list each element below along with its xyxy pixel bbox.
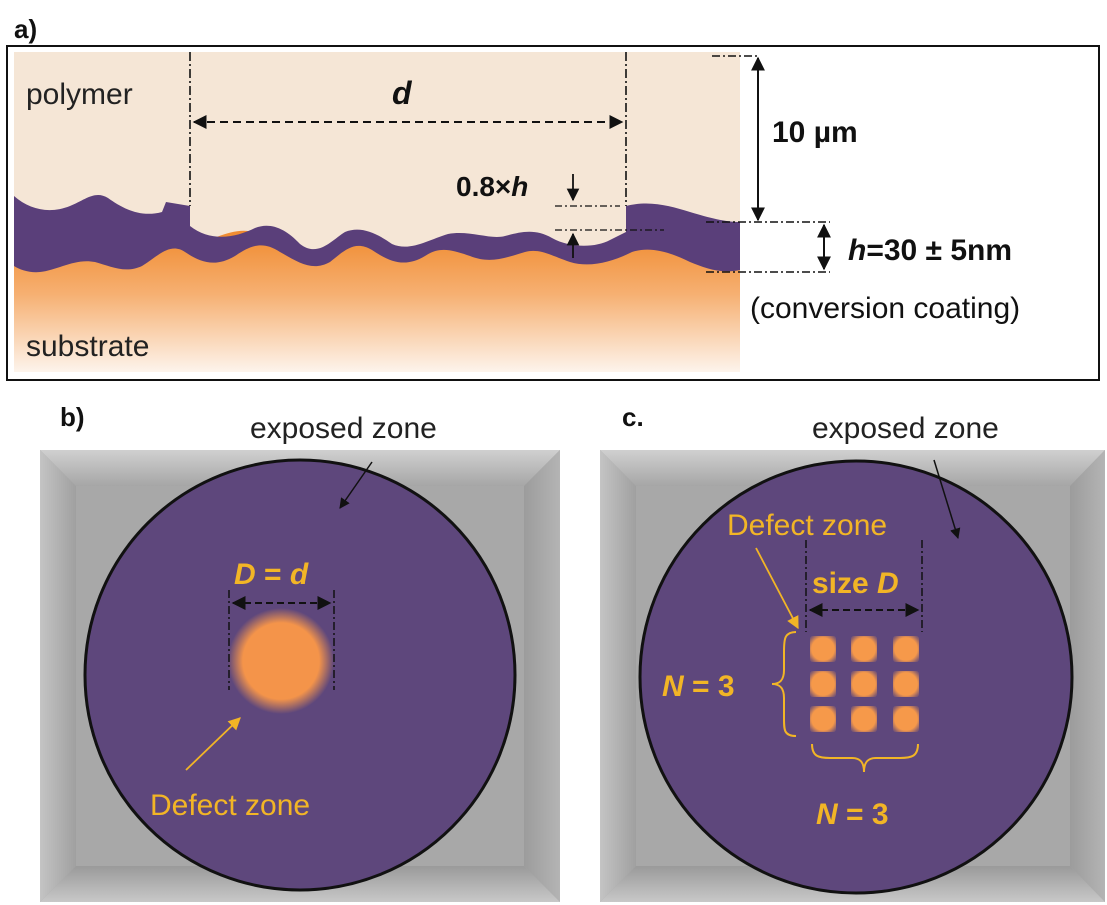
panel-c-exposed-label: exposed zone [812,412,999,445]
defect-square [893,706,919,732]
panel-b-bevel-left [40,450,76,902]
polymer-label: polymer [26,78,133,111]
defect-square [851,706,877,732]
panel-a-tag: a) [14,14,37,44]
panel-c-bottom-brace [811,743,919,773]
panel-c-defect-label: Defect zone [727,509,887,542]
coating-layer [14,195,740,273]
h-label: h=30 ± 5nm [848,234,1012,267]
d-label: d [392,75,413,111]
defect-square [810,636,836,662]
panel-a-frame [6,45,1100,381]
panel-c-n-left: N = 3 [662,670,735,703]
scaled-var: h [511,171,528,202]
h-value: =30 ± 5nm [866,234,1012,267]
panel-c-n-left-value: = 3 [684,670,735,703]
panel-c-size-prefix: size [812,567,877,600]
defect-square [810,671,836,697]
panel-b-tag: b) [60,402,85,432]
substrate-label: substrate [26,330,149,363]
panel-c: c. exposed zone size D Defect [600,402,1105,902]
defect-square [893,636,919,662]
panel-c-exposed-pointer [933,459,961,540]
panel-b-defect-pointer [185,717,241,771]
panel-b-defect-circle [228,608,334,714]
coating-label: (conversion coating) [750,292,1020,325]
panel-b-defect-label: Defect zone [150,789,310,822]
panel-c-left-brace [771,631,797,737]
panel-c-bevel-right [1070,450,1105,902]
panel-b-exposed-label: exposed zone [250,412,437,445]
panel-c-size-label: size D [812,567,899,600]
panel-c-n-bottom: N = 3 [816,798,889,831]
panel-c-tag: c. [622,402,644,432]
defect-square [851,636,877,662]
panel-c-n-left-var: N [662,670,685,703]
defect-square [893,671,919,697]
scaled-label: 0.8×h [456,171,528,202]
panel-b-exposed-pointer [339,461,373,509]
panel-b-size-eq: = [256,558,290,591]
scaled-prefix: 0.8× [456,171,511,202]
panel-a: a) polymer substrate d 10 µm h=30 ± 5nm … [6,14,1100,381]
panel-c-defect-pointer [755,547,799,630]
panel-b: b) exposed zone D = d Defect zone [40,402,560,902]
panel-b-bevel-right [524,450,560,902]
panel-b-size-var-1: D [234,558,256,591]
panel-b-size-label: D = d [234,558,309,591]
substrate-region [14,230,740,372]
panel-c-n-bottom-value: = 3 [838,798,889,831]
panel-c-defect-grid [810,636,919,732]
panel-c-n-bottom-var: N [816,798,839,831]
panel-b-size-var-2: d [290,558,309,591]
panel-c-bevel-left [600,450,636,902]
h-var: h [848,234,866,267]
thickness-label: 10 µm [772,116,858,149]
defect-square [851,671,877,697]
panel-c-size-var: D [877,567,899,600]
defect-square [810,706,836,732]
